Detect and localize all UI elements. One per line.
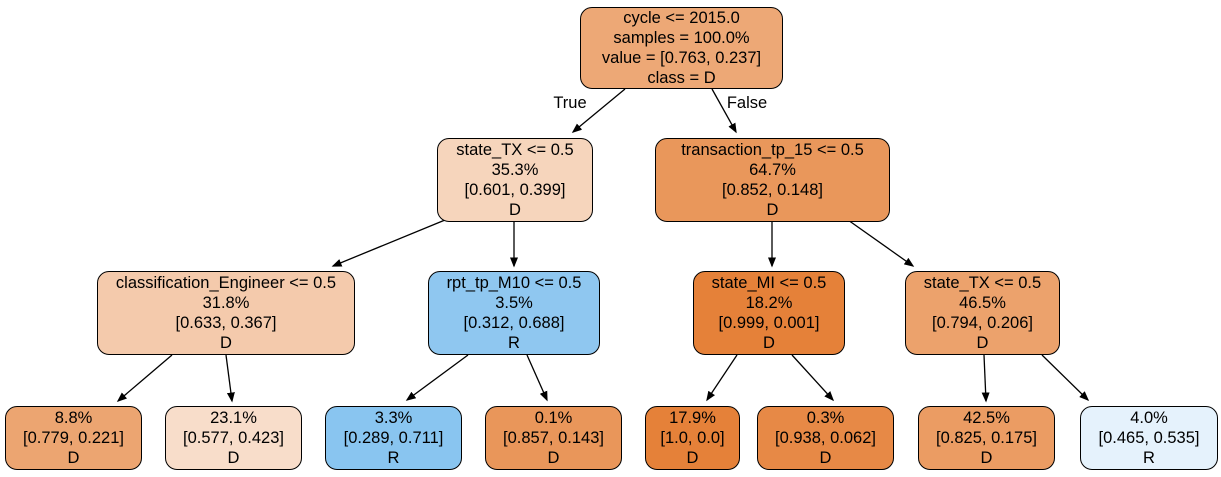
node-text-line: class = D — [647, 69, 716, 87]
node-text-line: 0.1% — [534, 409, 573, 427]
node-text-line: D — [67, 449, 80, 467]
edge-classification-to-leaf2 — [225, 354, 235, 403]
node-text-line: classification_Engineer <= 0.5 — [115, 274, 337, 292]
node-text-line: 0.3% — [806, 409, 845, 427]
tree-leaf-2: 23.1% [0.577, 0.423] D — [165, 406, 302, 470]
node-text-line: R — [508, 334, 520, 352]
edge-statemi-to-leaf5 — [706, 354, 738, 402]
node-text-line: D — [976, 334, 989, 352]
edge-classification-to-leaf1 — [116, 354, 173, 402]
edge-label-false: False — [726, 94, 768, 112]
tree-node-transaction-tp-15: transaction_tp_15 <= 0.5 64.7% [0.852, 0.1… — [655, 138, 890, 222]
tree-node-rpt-tp-m10: rpt_tp_M10 <= 0.5 3.5% [0.312, 0.688] R — [428, 271, 600, 355]
tree-leaf-5: 17.9% [1.0, 0.0] D — [645, 406, 740, 470]
node-text-line: [0.289, 0.711] — [343, 429, 444, 447]
node-text-line: 3.3% — [374, 409, 413, 427]
node-text-line: 31.8% — [202, 294, 250, 312]
node-text-line: [0.577, 0.423] — [183, 429, 284, 447]
node-text-line: D — [763, 334, 775, 352]
tree-node-state-tx-level3: state_TX <= 0.5 46.5% [0.794, 0.206] D — [905, 271, 1060, 355]
node-text-line: state_MI <= 0.5 — [711, 274, 827, 292]
node-text-line: D — [980, 449, 993, 467]
node-text-line: D — [227, 449, 240, 467]
node-text-line: value = [0.763, 0.237] — [601, 49, 762, 67]
edge-statemi-to-leaf6 — [791, 354, 835, 402]
node-text-line: [0.852, 0.148] — [722, 181, 823, 199]
node-text-line: D — [547, 449, 560, 467]
node-text-line: state_TX <= 0.5 — [923, 274, 1042, 292]
tree-leaf-6: 0.3% [0.938, 0.062] D — [757, 406, 894, 470]
node-text-line: [1.0, 0.0] — [660, 429, 725, 447]
node-text-line: state_TX <= 0.5 — [456, 141, 574, 159]
node-text-line: D — [509, 201, 521, 219]
node-text-line: D — [766, 201, 779, 219]
tree-node-state-mi: state_MI <= 0.5 18.2% [0.999, 0.001] D — [693, 271, 845, 355]
node-text-line: [0.312, 0.688] — [463, 314, 565, 332]
edge-rpt-to-leaf4 — [526, 354, 548, 402]
edge-statetx-to-leaf7 — [981, 354, 990, 403]
edge-rpt-to-leaf3 — [405, 354, 469, 401]
node-text-line: 64.7% — [749, 161, 796, 179]
edge-label-true: True — [553, 94, 587, 112]
node-text-line: 18.2% — [745, 294, 793, 312]
node-text-line: 8.8% — [54, 409, 93, 427]
node-text-line: 35.3% — [491, 161, 539, 179]
node-text-line: [0.857, 0.143] — [503, 429, 604, 447]
node-text-line: 46.5% — [959, 294, 1006, 312]
node-text-line: R — [387, 449, 400, 467]
tree-node-state-tx-level2: state_TX <= 0.5 35.3% [0.601, 0.399] D — [437, 138, 593, 222]
edge-l2r-to-statetx — [847, 219, 915, 267]
node-text-line: [0.601, 0.399] — [464, 181, 566, 199]
node-text-line: D — [819, 449, 832, 467]
node-text-line: [0.825, 0.175] — [936, 429, 1037, 447]
tree-leaf-7: 42.5% [0.825, 0.175] D — [918, 406, 1055, 470]
node-text-line: samples = 100.0% — [613, 29, 750, 47]
node-text-line: 23.1% — [210, 409, 257, 427]
tree-leaf-4: 0.1% [0.857, 0.143] D — [485, 406, 622, 470]
tree-node-root-cycle: cycle <= 2015.0 samples = 100.0% value = [… — [580, 7, 783, 89]
node-text-line: [0.779, 0.221] — [23, 429, 124, 447]
node-text-line: [0.999, 0.001] — [718, 314, 820, 332]
node-text-line: [0.465, 0.535] — [1098, 429, 1200, 447]
tree-leaf-3: 3.3% [0.289, 0.711] R — [325, 406, 462, 470]
node-text-line: [0.633, 0.367] — [175, 314, 277, 332]
tree-leaf-8: 4.0% [0.465, 0.535] R — [1080, 406, 1218, 470]
node-text-line: [0.938, 0.062] — [775, 429, 876, 447]
node-text-line: rpt_tp_M10 <= 0.5 — [446, 274, 582, 292]
edge-statetx-to-leaf8 — [1041, 354, 1090, 402]
node-text-line: [0.794, 0.206] — [932, 314, 1033, 332]
tree-leaf-1: 8.8% [0.779, 0.221] D — [5, 406, 142, 470]
node-text-line: D — [220, 334, 232, 352]
node-text-line: R — [1143, 449, 1155, 467]
edge-l2l-to-classification — [331, 219, 446, 267]
node-text-line: 42.5% — [963, 409, 1010, 427]
node-text-line: 3.5% — [495, 294, 533, 312]
node-text-line: transaction_tp_15 <= 0.5 — [681, 141, 864, 159]
node-text-line: 4.0% — [1130, 409, 1168, 427]
tree-node-classification-engineer: classification_Engineer <= 0.5 31.8% [0.63… — [97, 271, 355, 355]
node-text-line: D — [686, 449, 699, 467]
node-text-line: cycle <= 2015.0 — [623, 9, 740, 27]
node-text-line: 17.9% — [669, 409, 716, 427]
